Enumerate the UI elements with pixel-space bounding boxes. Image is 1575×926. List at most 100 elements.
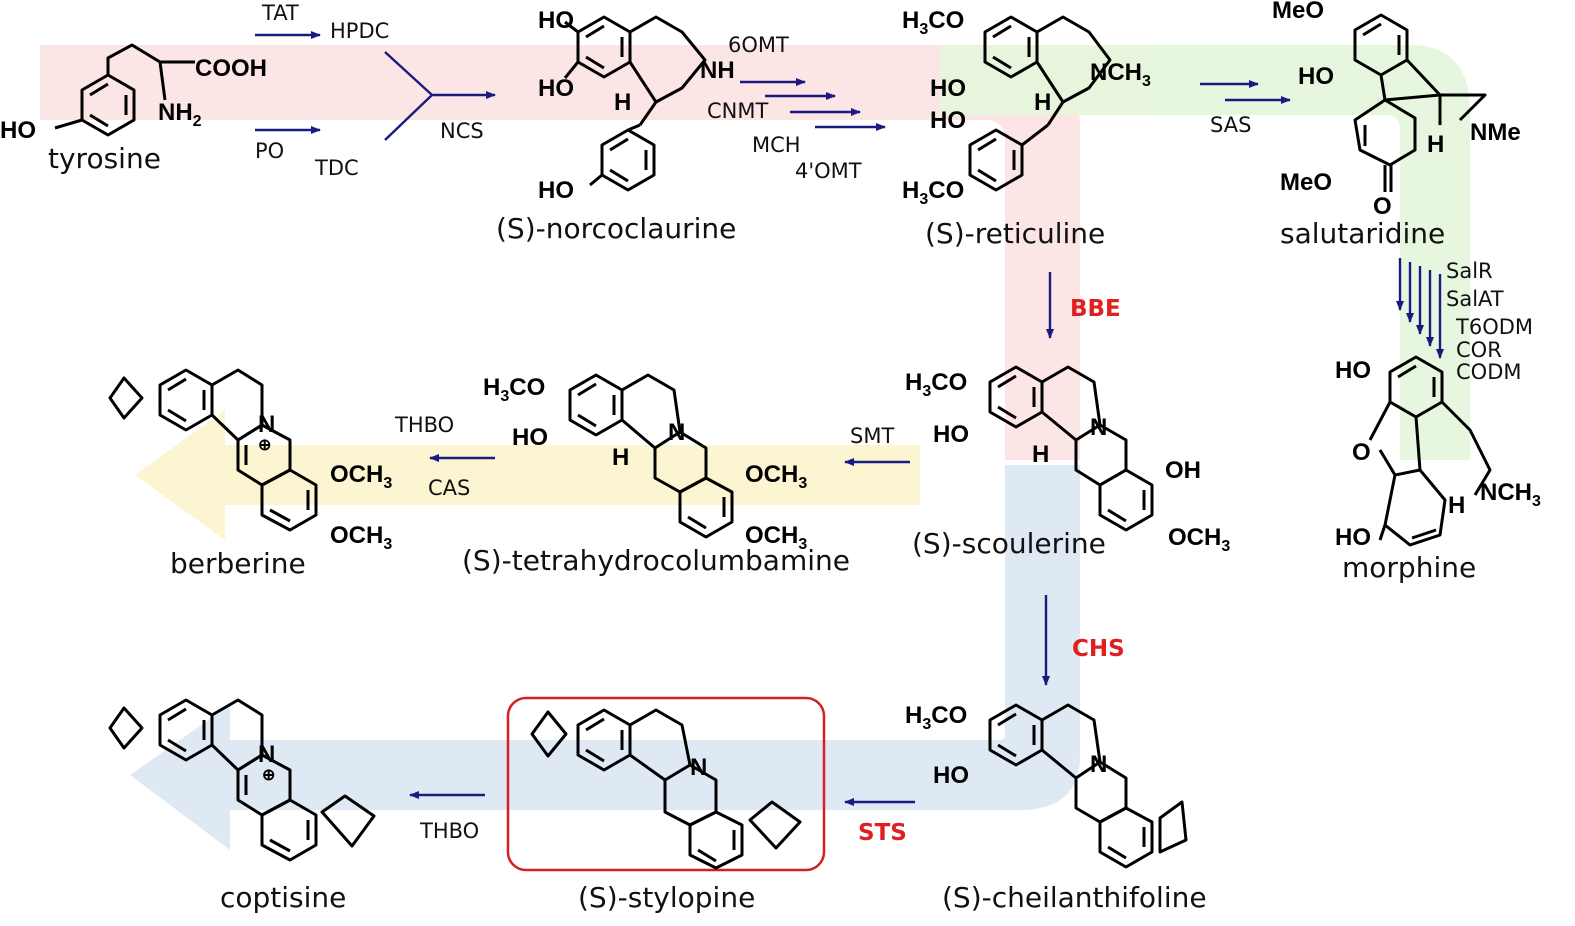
band-yellow — [135, 410, 920, 540]
reticuline-name: (S)-reticuline — [925, 217, 1105, 250]
och3-label-4: OCH3 — [330, 461, 392, 492]
o-label: O — [1373, 193, 1392, 220]
enzyme-sas: SAS — [1210, 113, 1251, 137]
cheilanthifoline-name: (S)-cheilanthifoline — [942, 881, 1207, 914]
norcoclaurine-structure: HO HO NH H HO (S)-norcoclaurine — [496, 7, 736, 245]
nch3-label-2: NCH3 — [1480, 479, 1541, 510]
thbo-arrow-lower: THBO — [409, 791, 485, 843]
enzyme-cnmt: CNMT — [707, 99, 768, 123]
och3-label-5: OCH3 — [330, 522, 392, 553]
ho-label: HO — [0, 117, 36, 144]
enzyme-mch: MCH — [752, 133, 801, 157]
band-blue — [130, 465, 1080, 850]
enzyme-cor: COR — [1456, 338, 1502, 362]
h-label: H — [614, 89, 631, 116]
tyrosine-name: tyrosine — [48, 142, 161, 175]
morphine-structure: HO O NCH3 H HO morphine — [1335, 355, 1541, 584]
berberine-structure: N ⊕ OCH3 OCH3 berberine — [108, 368, 392, 580]
ho-label-8: HO — [1335, 524, 1371, 551]
ho-label-4: HO — [930, 75, 966, 102]
och3-label-3: OCH3 — [745, 522, 807, 553]
meo-label-2: MeO — [1280, 169, 1332, 196]
nh2-label: NH2 — [158, 99, 202, 130]
nh-label: NH — [700, 57, 735, 84]
smt-arrow: SMT — [844, 424, 910, 466]
stylopine-name: (S)-stylopine — [578, 881, 755, 914]
n-label-2: N — [668, 419, 685, 446]
ho-label-6: HO — [1298, 63, 1334, 90]
enzyme-tdc: TDC — [314, 156, 359, 180]
norcoclaurine-name: (S)-norcoclaurine — [496, 212, 736, 245]
thbo-cas-arrow: THBO CAS — [394, 413, 495, 500]
enzyme-po: PO — [255, 139, 284, 163]
tetrahydrocolumbamine-structure: H3CO HO N H OCH3 OCH3 (S)-tetrahydrocolu… — [462, 373, 850, 577]
plus-label-2: ⊕ — [262, 767, 275, 784]
enzyme-smt: SMT — [850, 424, 894, 448]
enzyme-ncs: NCS — [440, 119, 484, 143]
ho-label-7: HO — [1335, 357, 1371, 384]
ho-label-3: HO — [538, 177, 574, 204]
och3-label-1: OCH3 — [1168, 524, 1230, 555]
och3-label-2: OCH3 — [745, 461, 807, 492]
berberine-name: berberine — [170, 547, 306, 580]
h-label-4: H — [1448, 492, 1465, 519]
h3co-label-5: H3CO — [905, 702, 967, 733]
h3co-label-1: H3CO — [902, 7, 964, 38]
stylopine-structure: N (S)-stylopine — [506, 696, 826, 914]
o-label-2: O — [1352, 439, 1371, 466]
early-enzyme-arrows: TAT HPDC PO TDC NCS — [255, 1, 496, 180]
enzyme-bbe: BBE — [1070, 296, 1121, 322]
cooh-label: COOH — [195, 55, 267, 82]
nch3-label: NCH3 — [1090, 59, 1151, 90]
nme-label: NMe — [1470, 119, 1521, 146]
ho-label-5: HO — [930, 107, 966, 134]
enzyme-chs: CHS — [1072, 636, 1125, 662]
ho-label-11: HO — [933, 762, 969, 789]
scoulerine-structure: H3CO HO N H OH OCH3 (S)-scoulerine — [905, 365, 1230, 560]
coptisine-structure: N ⊕ coptisine — [108, 698, 376, 914]
chs-arrow: CHS — [1042, 595, 1125, 686]
h3co-label-4: H3CO — [483, 374, 545, 405]
enzyme-thbo-1: THBO — [394, 413, 454, 437]
scoulerine-name: (S)-scoulerine — [912, 527, 1106, 560]
reticuline-structure: H3CO HO NCH3 H HO H3CO (S)-reticuline — [902, 7, 1151, 250]
enzyme-sts: STS — [858, 820, 907, 846]
stylopine-highlight-box — [506, 696, 826, 872]
enzyme-6omt: 6OMT — [728, 33, 789, 57]
ho-label-10: HO — [512, 424, 548, 451]
n-label: N — [1090, 414, 1107, 441]
h-label-5: H — [1032, 441, 1049, 468]
enzyme-codm: CODM — [1456, 360, 1521, 384]
h3co-label-2: H3CO — [902, 177, 964, 208]
tyrosine-structure: COOH NH2 HO tyrosine — [0, 43, 267, 175]
n-label-5: N — [690, 754, 707, 781]
h3co-label-3: H3CO — [905, 369, 967, 400]
flow-bands — [40, 45, 1470, 850]
enzyme-4omt: 4'OMT — [795, 159, 862, 183]
n-label-6: N — [258, 741, 275, 768]
middle-enzyme-arrows: 6OMT CNMT MCH 4'OMT — [707, 33, 886, 183]
salutaridine-structure: MeO HO NMe H MeO O salutaridine — [1272, 0, 1521, 250]
enzyme-t6odm: T6ODM — [1455, 315, 1533, 339]
bbe-arrow: BBE — [1046, 272, 1121, 339]
sas-arrow: SAS — [1200, 80, 1291, 137]
ho-label-1: HO — [538, 7, 574, 34]
tetrahydrocolumbamine-name: (S)-tetrahydrocolumbamine — [462, 544, 850, 577]
oh-label: OH — [1165, 457, 1201, 484]
enzyme-tat: TAT — [261, 1, 299, 25]
h-label-2: H — [1034, 89, 1051, 116]
ho-label-2: HO — [538, 75, 574, 102]
enzyme-cas: CAS — [428, 476, 470, 500]
coptisine-name: coptisine — [220, 881, 346, 914]
plus-label: ⊕ — [258, 437, 271, 454]
morphine-name: morphine — [1342, 551, 1476, 584]
enzyme-salr: SalR — [1446, 259, 1493, 283]
sts-arrow: STS — [844, 798, 915, 846]
enzyme-hpdc: HPDC — [330, 19, 389, 43]
salutaridine-name: salutaridine — [1280, 217, 1445, 250]
meo-label-1: MeO — [1272, 0, 1324, 24]
n-label-4: N — [1090, 751, 1107, 778]
ho-label-9: HO — [933, 421, 969, 448]
